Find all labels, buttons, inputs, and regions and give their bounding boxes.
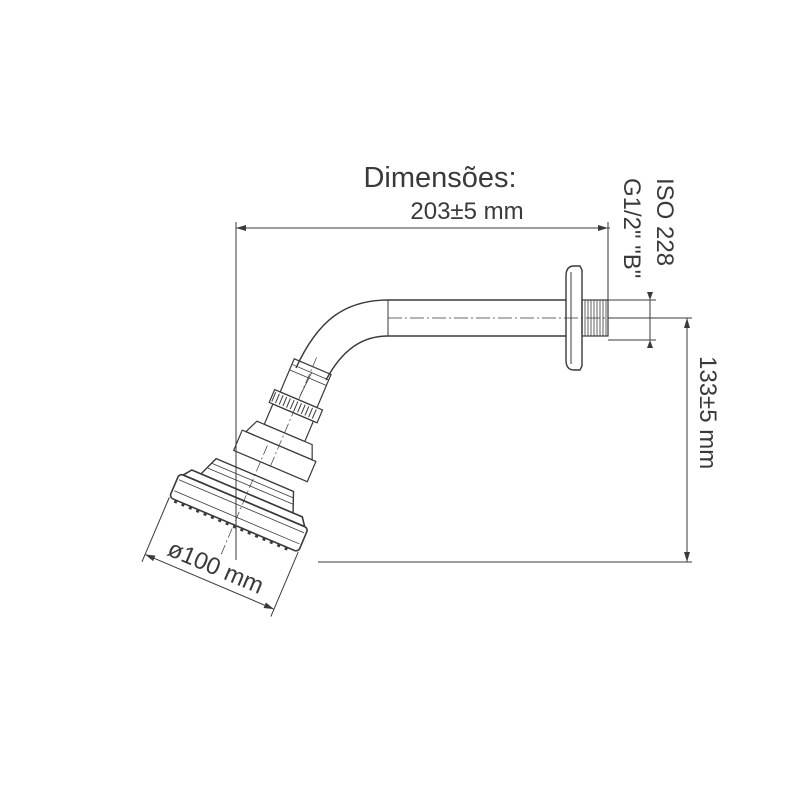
thread-arrow-bottom (647, 340, 653, 348)
length-label: 203±5 mm (410, 198, 523, 225)
thread-spec-iso: ISO 228 (651, 178, 678, 266)
length-dimension: 203±5 mm (235, 198, 610, 560)
wall-flange (565, 265, 609, 371)
thread-spec-g: G1/2" "B" (618, 178, 645, 278)
diameter-label: ø100 mm (164, 535, 268, 599)
height-label: 133±5 mm (694, 356, 721, 469)
height-arrow-top (684, 318, 690, 328)
length-arrow-right (598, 225, 608, 231)
dimensions-title: Dimensões: (363, 162, 516, 194)
shower-head: ø100 mm (141, 445, 308, 617)
ball-joint (232, 357, 332, 483)
length-arrow-left (236, 225, 246, 231)
height-dimension: 133±5 mm (318, 317, 721, 563)
nozzles (173, 499, 289, 551)
thread-spec: ISO 228 G1/2" "B" (608, 178, 678, 348)
thread-arrow-top (647, 292, 653, 300)
height-arrow-bottom (684, 552, 690, 562)
shower-arm (295, 299, 566, 397)
